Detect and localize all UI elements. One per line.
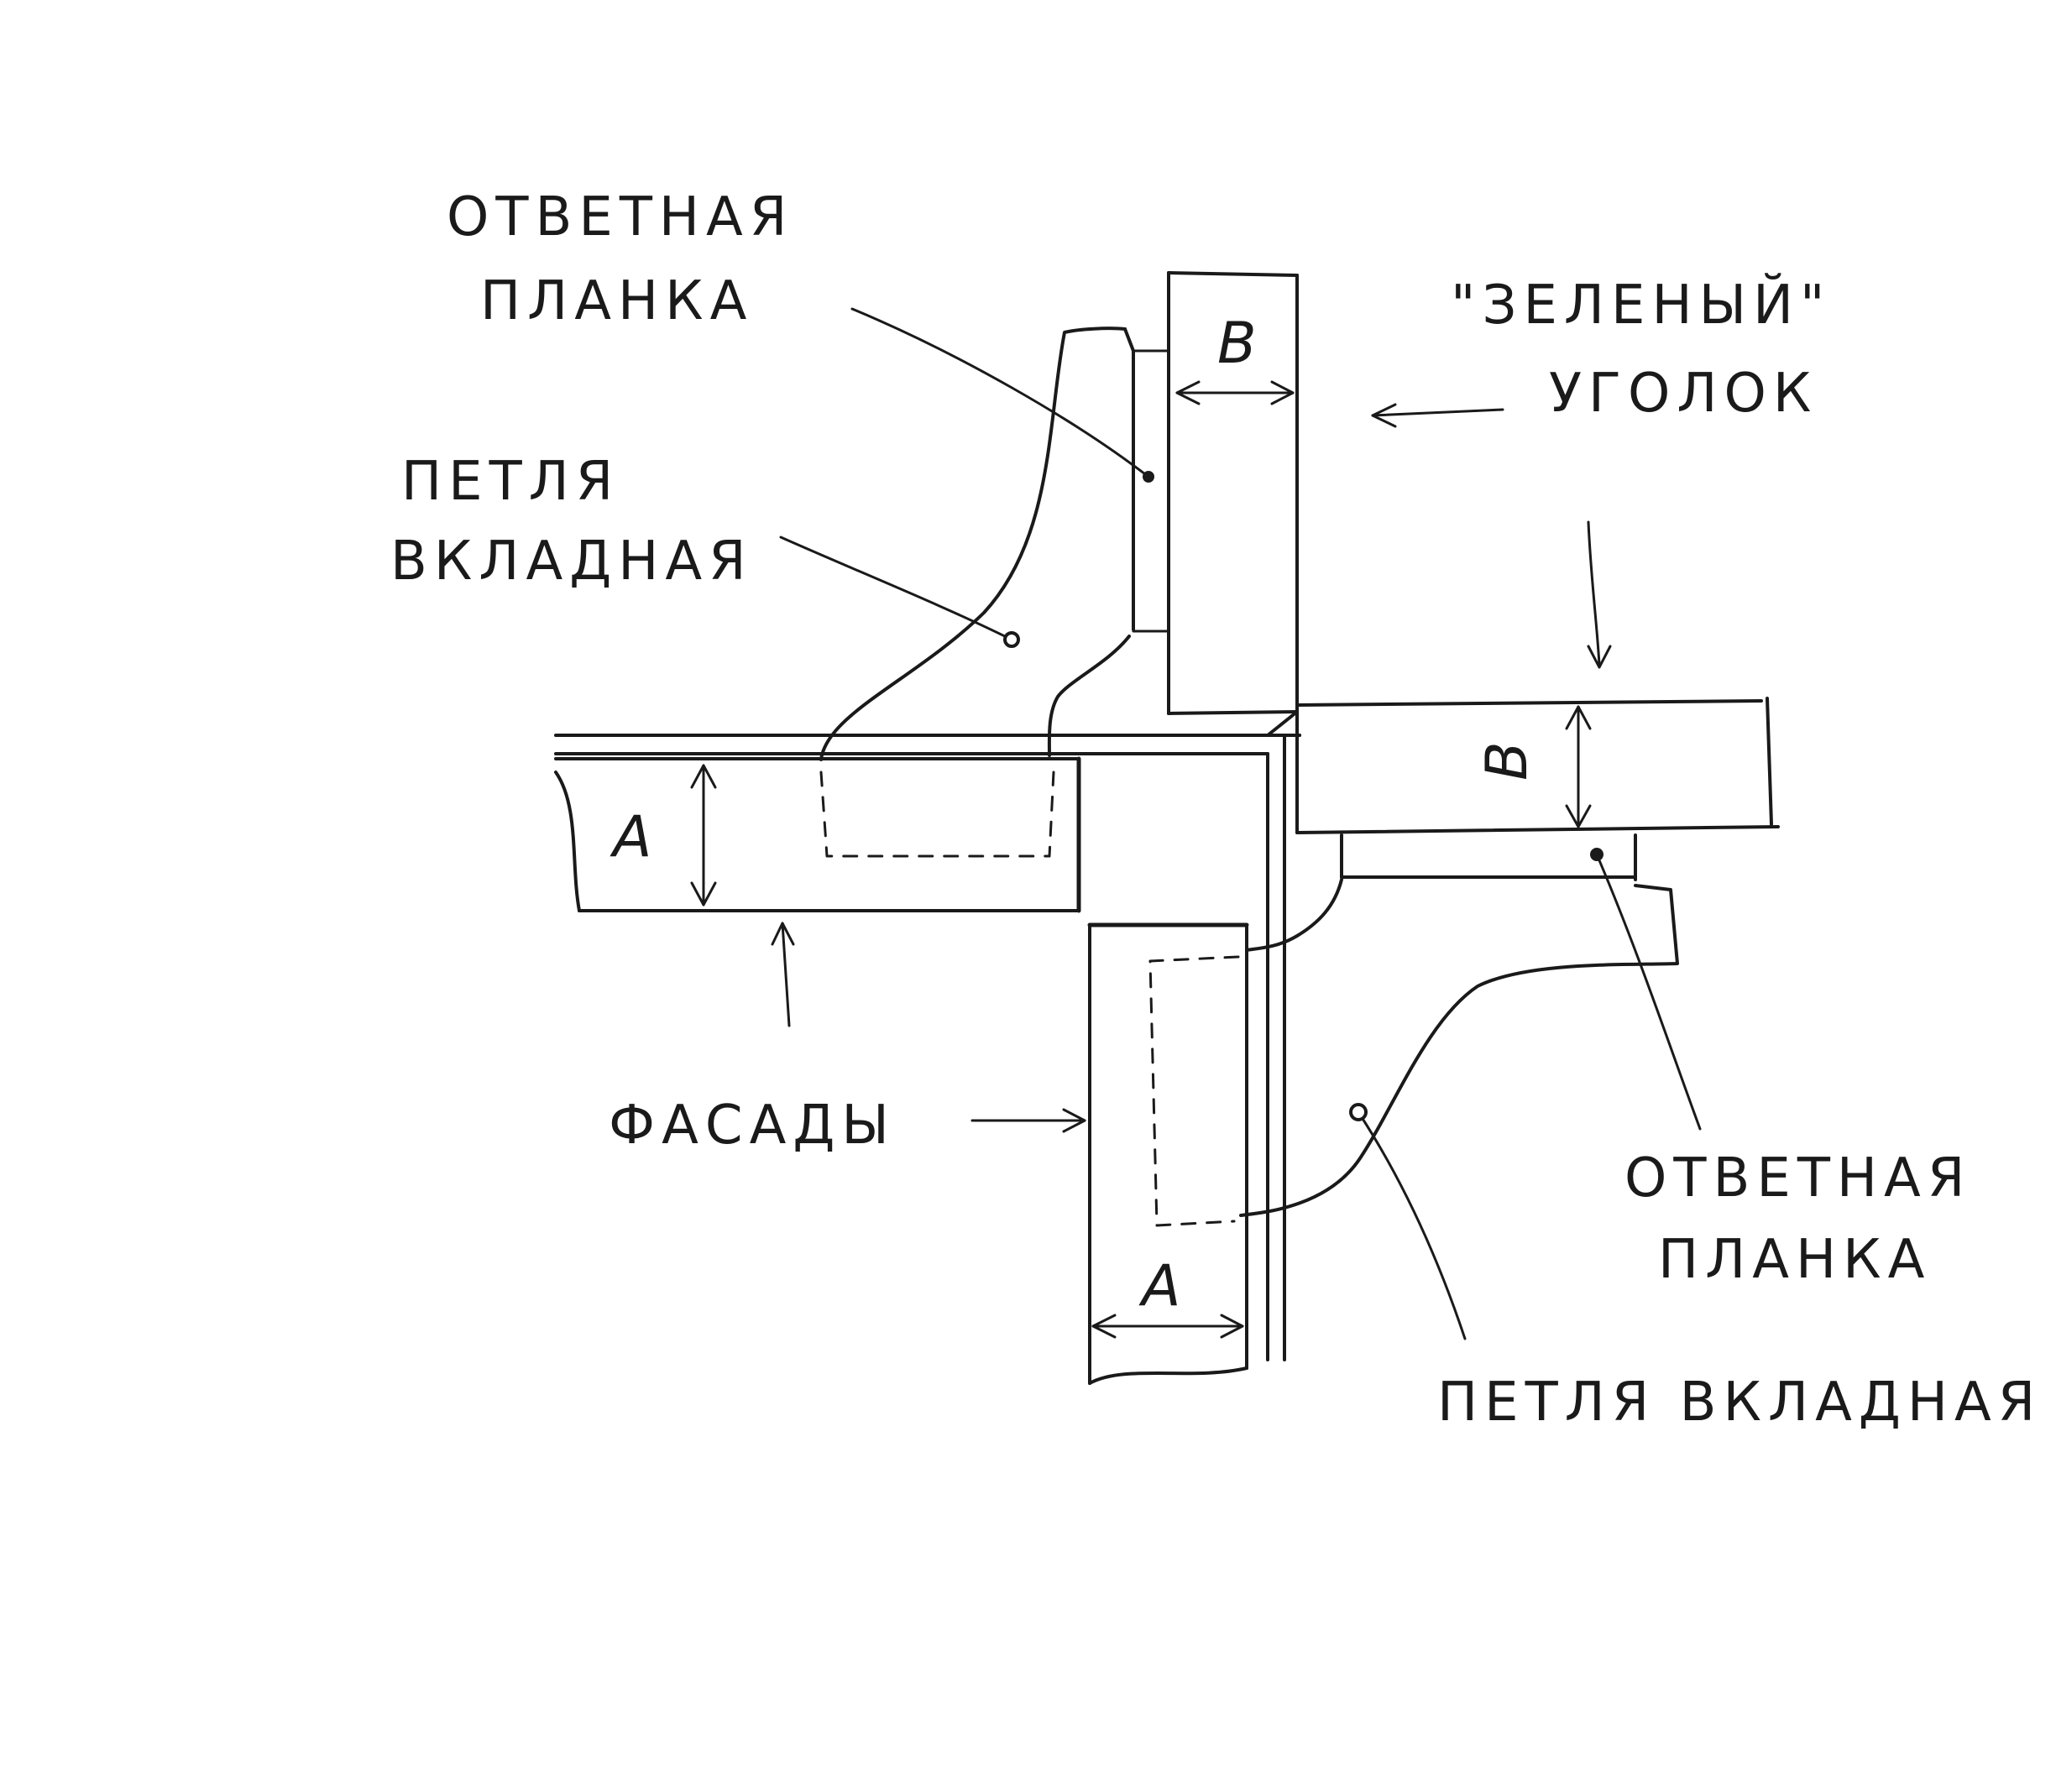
counter-plate-bottom	[1340, 833, 1637, 881]
dim-letter-a-left: А	[609, 804, 652, 870]
label-hinge-bottom: ПЕТЛЯ ВКЛАДНАЯ	[1437, 1371, 2042, 1434]
cabinet-corner	[554, 710, 1301, 1361]
dimension-a-left	[690, 764, 717, 906]
leader-facades-up	[771, 922, 795, 1027]
dim-letter-b-right: В	[1474, 741, 1541, 781]
dimension-a-bottom	[1091, 1314, 1244, 1339]
label-line: "ЗЕЛЕНЫЙ"	[1451, 273, 1831, 337]
label-line: ПЛАНКА	[480, 270, 753, 332]
label-line: ПЛАНКА	[1658, 1229, 1931, 1291]
green-corner-horizontal-leg	[1295, 697, 1780, 834]
leader-dot	[1143, 471, 1154, 483]
label-line: ПЕТЛЯ	[401, 451, 620, 513]
label-counter-plate-bottom: ОТВЕТНАЯ ПЛАНКА	[1624, 1147, 1971, 1291]
label-facades: ФАСАДЫ	[609, 1095, 896, 1157]
label-line: УГОЛОК	[1549, 363, 1818, 425]
dimension-b-top	[1175, 380, 1295, 405]
leader-hinge-top	[779, 536, 1020, 648]
hinge-bottom-body	[1239, 878, 1679, 1217]
facade-horizontal	[554, 756, 1081, 913]
dim-letter-a-bottom: А	[1138, 1253, 1181, 1319]
hinge-top-body	[819, 327, 1135, 761]
label-hinge-top: ПЕТЛЯ ВКЛАДНАЯ	[390, 451, 753, 593]
label-green-corner: "ЗЕЛЕНЫЙ" УГОЛОК	[1451, 273, 1831, 425]
leader-green-corner-down	[1587, 520, 1612, 669]
leader-facades-right	[970, 1108, 1086, 1133]
label-line: ОТВЕТНАЯ	[447, 186, 793, 248]
counter-plate-top	[1132, 349, 1170, 633]
leader-counter-plate-top	[850, 307, 1154, 483]
leader-ring	[1003, 631, 1020, 648]
dim-letter-b-top: В	[1217, 311, 1257, 377]
leader-dot	[1590, 848, 1603, 861]
leader-hinge-bottom	[1349, 1103, 1467, 1340]
leader-counter-plate-bottom	[1590, 848, 1702, 1131]
leader-green-corner	[1371, 403, 1504, 428]
label-line: ВКЛАДНАЯ	[390, 530, 753, 593]
green-corner-vertical-leg	[1167, 271, 1299, 715]
label-line: ОТВЕТНАЯ	[1624, 1147, 1971, 1209]
facade-vertical	[1087, 922, 1249, 1385]
dimension-b-right	[1565, 705, 1592, 828]
leader-ring	[1349, 1103, 1368, 1121]
label-counter-plate-top: ОТВЕТНАЯ ПЛАНКА	[447, 186, 793, 332]
